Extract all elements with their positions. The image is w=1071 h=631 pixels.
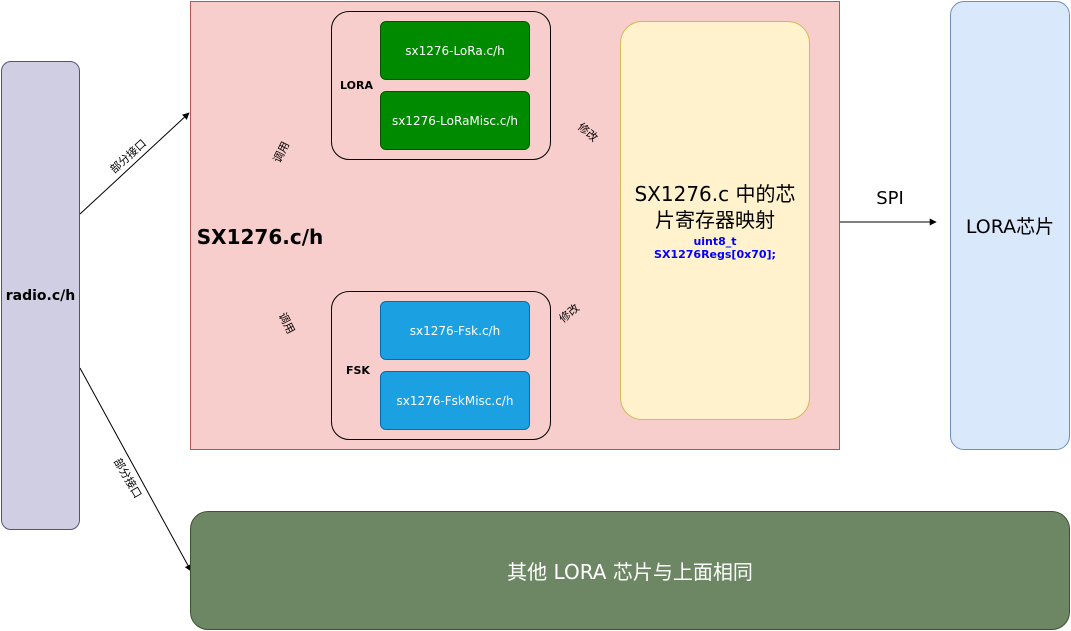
arrow-radio-to-other bbox=[79, 367, 192, 572]
register-map-title: SX1276.c 中的芯片寄存器映射 bbox=[634, 181, 796, 232]
radio-module: radio.c/h bbox=[1, 61, 80, 530]
file-sx1276-fsk: sx1276-Fsk.c/h bbox=[380, 301, 530, 360]
register-map: SX1276.c 中的芯片寄存器映射 uint8_t SX1276Regs[0x… bbox=[620, 21, 810, 420]
file-sx1276-fskmisc: sx1276-FskMisc.c/h bbox=[380, 371, 530, 430]
file-label: sx1276-LoRaMisc.c/h bbox=[391, 113, 519, 128]
file-label: sx1276-Fsk.c/h bbox=[409, 323, 501, 338]
spi-label: SPI bbox=[876, 188, 904, 209]
fsk-group bbox=[331, 291, 551, 440]
other-lora-chips-note: 其他 LORA 芯片与上面相同 bbox=[190, 511, 1070, 630]
lora-group-label: LORA bbox=[340, 79, 373, 92]
file-label: sx1276-FskMisc.c/h bbox=[396, 393, 514, 408]
other-lora-chips-label: 其他 LORA 芯片与上面相同 bbox=[507, 560, 753, 584]
arrow-radio-to-driver bbox=[79, 112, 190, 215]
file-label: sx1276-LoRa.c/h bbox=[405, 43, 505, 58]
register-map-code: uint8_t SX1276Regs[0x70]; bbox=[654, 234, 776, 261]
lora-chip-label: LORA芯片 bbox=[965, 216, 1055, 238]
file-sx1276-loramisc: sx1276-LoRaMisc.c/h bbox=[380, 91, 530, 150]
radio-label: radio.c/h bbox=[5, 287, 76, 304]
sx1276-driver-title: SX1276.c/h bbox=[196, 225, 324, 249]
lora-group bbox=[331, 11, 551, 160]
lora-chip: LORA芯片 bbox=[950, 1, 1070, 450]
fsk-group-label: FSK bbox=[346, 364, 370, 377]
file-sx1276-lora: sx1276-LoRa.c/h bbox=[380, 21, 530, 80]
